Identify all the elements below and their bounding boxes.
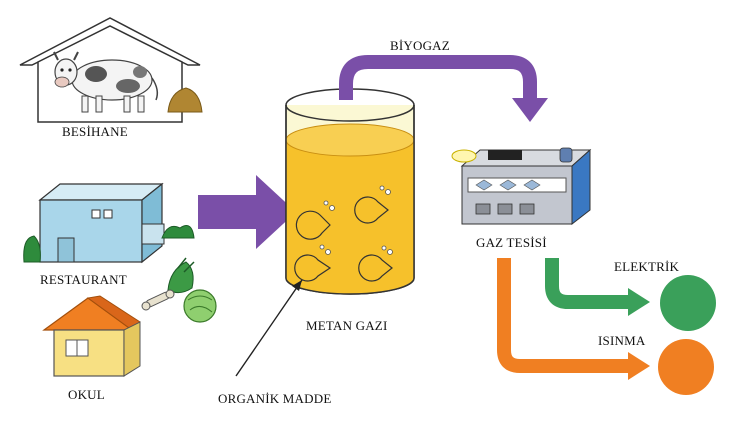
label-gaz-tesisi: GAZ TESİSİ bbox=[476, 235, 547, 250]
school-building bbox=[42, 295, 141, 377]
label-biyogaz: BİYOGAZ bbox=[390, 38, 450, 53]
bacteria-icon bbox=[294, 185, 393, 282]
restaurant-building bbox=[23, 182, 195, 264]
heating-arrow bbox=[497, 258, 714, 395]
vegetable-icon bbox=[141, 257, 195, 311]
input-arrow bbox=[198, 175, 296, 249]
cow-icon bbox=[53, 51, 159, 113]
label-organik-madde: ORGANİK MADDE bbox=[218, 391, 332, 406]
label-besihane: BESİHANE bbox=[62, 124, 128, 139]
gas-plant-icon bbox=[451, 147, 592, 226]
label-isinma: ISINMA bbox=[598, 333, 646, 348]
electricity-arrow bbox=[545, 258, 716, 331]
organik-madde-pointer bbox=[235, 279, 303, 377]
label-elektrik: ELEKTRİK bbox=[614, 259, 680, 274]
manure-icon bbox=[167, 87, 203, 113]
cabbage-icon bbox=[183, 289, 217, 323]
label-restaurant: RESTAURANT bbox=[40, 272, 127, 287]
biogas-arrow bbox=[339, 55, 548, 122]
label-metan-gazi: METAN GAZI bbox=[306, 318, 388, 333]
label-okul: OKUL bbox=[68, 387, 105, 402]
